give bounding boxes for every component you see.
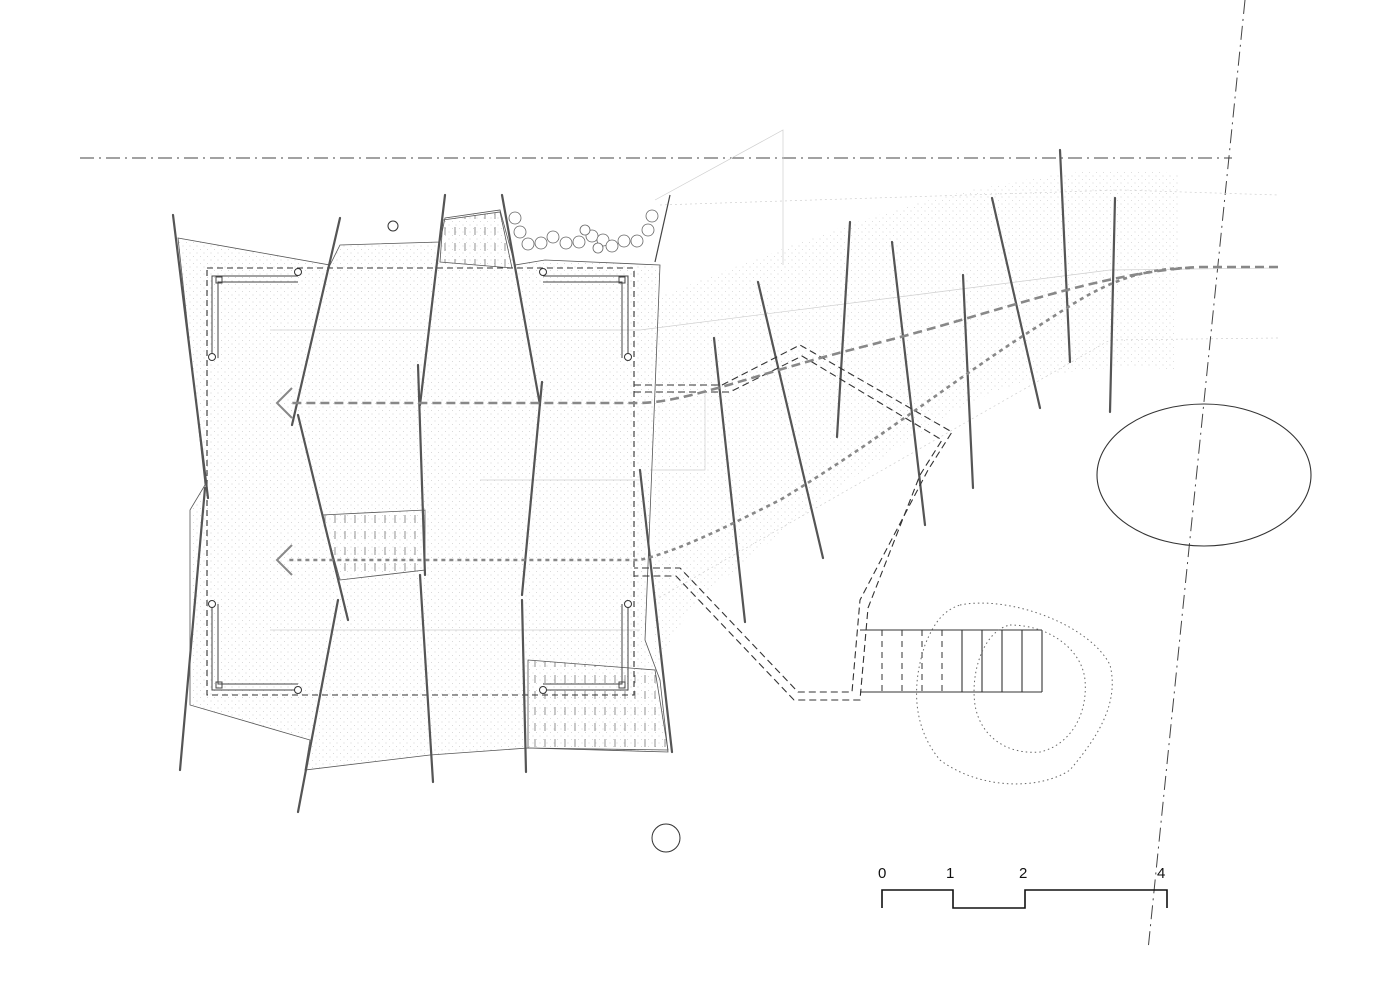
small-circle-marker	[387, 220, 399, 232]
circulation-path-lower	[288, 266, 1191, 562]
scale-label-4: 4	[1157, 865, 1165, 882]
column-markers	[208, 268, 632, 694]
property-line-diagonal	[1147, 0, 1246, 951]
stone-edge-line	[654, 194, 671, 263]
stippled-ground	[650, 169, 1180, 670]
hatched-zone-center	[321, 509, 426, 581]
tree-canopy-inner	[973, 624, 1086, 753]
slanted-poles	[171, 148, 1117, 814]
scale-bar: 0 1 2 4	[878, 865, 1168, 909]
scale-label-2: 2	[1019, 865, 1027, 882]
round-marker	[651, 823, 681, 853]
stone-cluster	[508, 209, 659, 254]
scale-label-1: 1	[946, 865, 954, 882]
circulation-path-upper	[288, 265, 1278, 405]
entry-steps	[860, 629, 1043, 693]
oval-feature	[1096, 403, 1312, 547]
corner-frames	[211, 275, 629, 691]
arrow-head-upper	[275, 387, 293, 419]
scale-label-0: 0	[878, 865, 886, 882]
arrow-head-lower	[275, 544, 293, 576]
hatched-zone-north	[439, 211, 513, 269]
scale-bar-line	[881, 889, 1168, 909]
hatched-zone-south	[527, 659, 669, 751]
